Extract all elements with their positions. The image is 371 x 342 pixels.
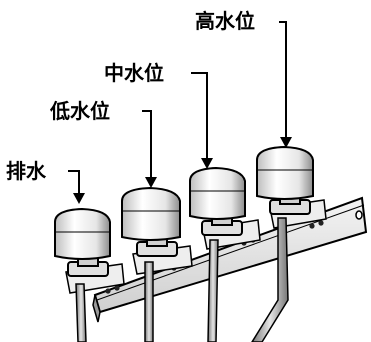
label-high: 高水位 <box>195 9 255 33</box>
label-mid: 中水位 <box>104 61 164 85</box>
sensor-cables <box>75 217 289 342</box>
label-low: 低水位 <box>49 99 110 123</box>
arrow-drain <box>68 170 80 196</box>
sensor-high <box>256 145 314 215</box>
label-drain: 排水 <box>6 159 47 183</box>
sensor-mid <box>189 166 246 236</box>
arrow-heads <box>73 137 292 204</box>
arrow-low <box>142 110 152 180</box>
leader-arrows <box>68 21 287 196</box>
sensor-drain <box>54 207 111 277</box>
sensor-low <box>121 186 181 257</box>
arrow-high <box>279 21 287 140</box>
arrow-mid <box>191 72 208 161</box>
